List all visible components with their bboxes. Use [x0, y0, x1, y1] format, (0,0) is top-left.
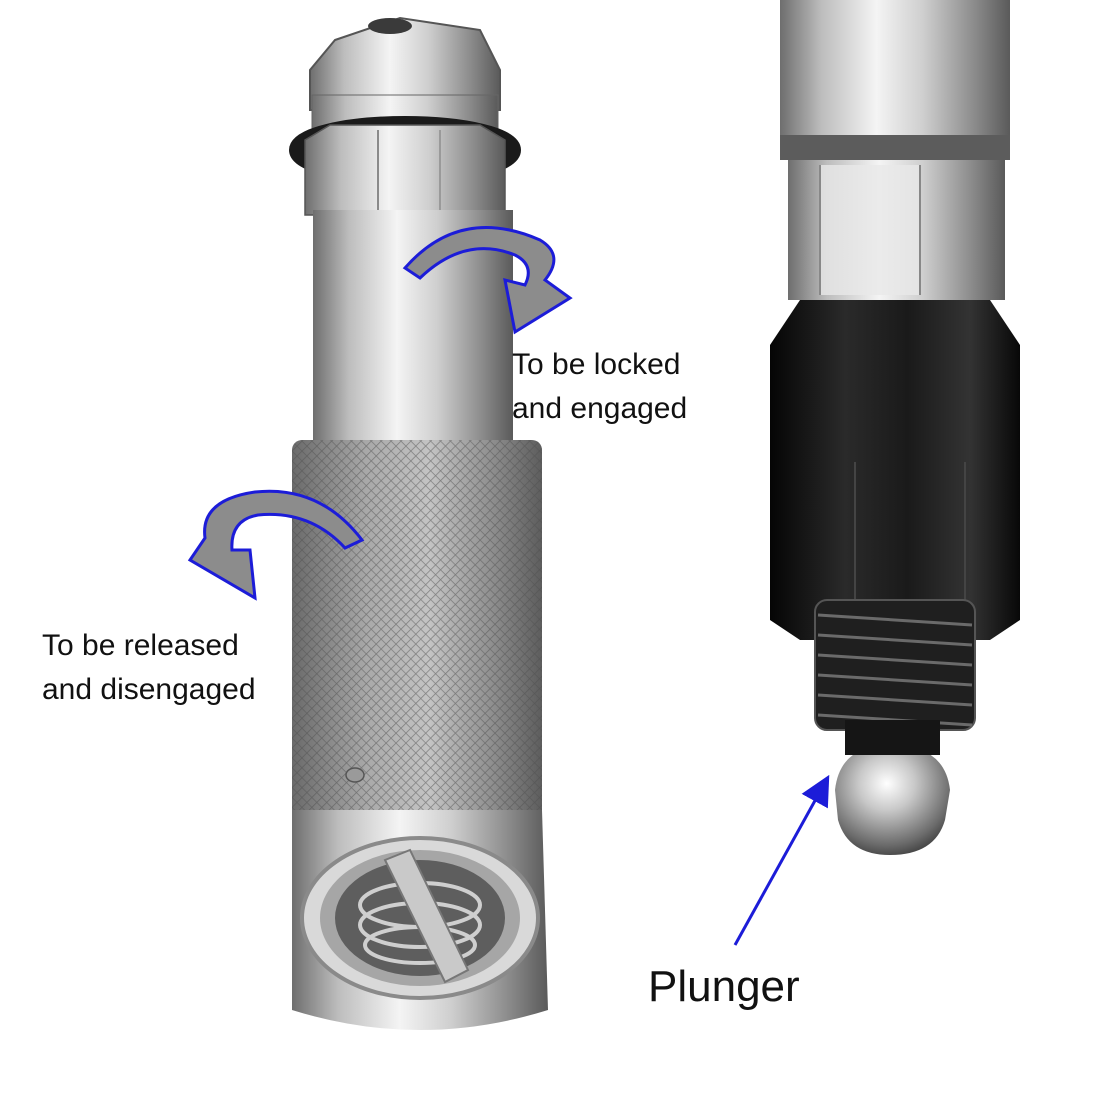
rotate-arrow-locked — [402, 226, 573, 335]
plunger-pointer-arrow — [733, 774, 830, 946]
released-label-line2: and disengaged — [42, 672, 256, 706]
black-hex — [770, 460, 1020, 640]
rotate-arrow-released — [187, 489, 365, 601]
left-top-hex — [309, 16, 501, 111]
left-shaft — [313, 210, 513, 460]
right-shaft — [780, 0, 1010, 150]
plunger-ball — [835, 745, 950, 855]
locked-label-line2: and engaged — [512, 391, 688, 425]
locked-engaged-label: To be locked and engaged — [512, 343, 687, 430]
locked-label-line1: To be locked — [512, 348, 681, 381]
left-hex-nut — [304, 124, 506, 216]
released-disengaged-label: To be released and disengaged — [42, 624, 256, 711]
black-nut — [770, 300, 1020, 460]
right-tool — [770, 0, 1020, 855]
released-label-line1: To be released — [42, 629, 239, 662]
plunger-label: Plunger — [648, 962, 800, 1011]
